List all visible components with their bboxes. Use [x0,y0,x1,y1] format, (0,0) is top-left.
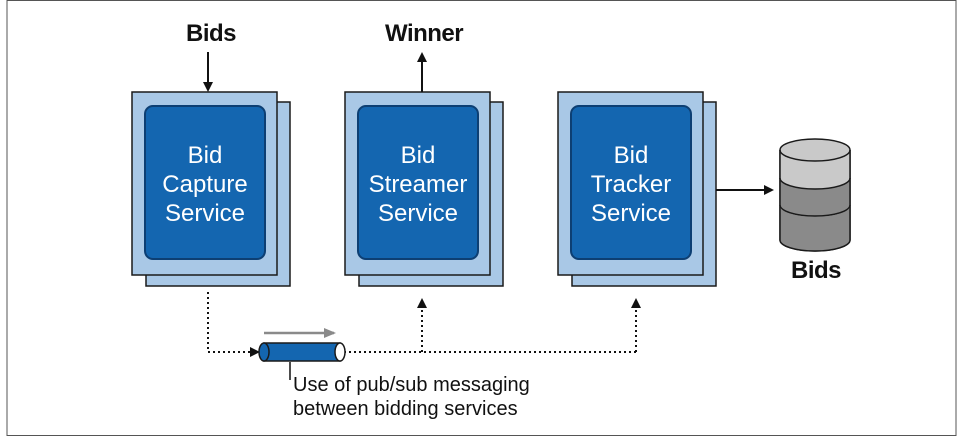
streamer-line-3: Service [377,200,459,227]
capture-line-2: Capture [162,171,248,198]
tracker-line-3: Service [590,200,672,227]
tracker-line-2: Tracker [590,171,672,198]
capture-line-1: Bid [187,142,223,169]
pubsub-note-line-2: between bidding services [293,398,518,420]
streamer-service-box [357,105,479,260]
streamer-line-2: Streamer [368,171,468,198]
streamer-service-label: Bid Streamer Service [358,141,478,228]
pubsub-pipe-icon [258,342,346,362]
tracker-service-box [570,105,692,260]
winner-output-label: Winner [385,20,464,47]
tracker-service-label: Bid Tracker Service [571,141,691,228]
streamer-service-stack [344,91,504,287]
streamer-line-1: Bid [400,142,436,169]
tracker-line-1: Bid [613,142,649,169]
capture-service-box [144,105,266,260]
pubsub-note-line-1: Use of pub/sub messaging [293,374,530,396]
database-icon [779,138,851,252]
capture-service-stack [131,91,291,287]
database-label: Bids [791,257,842,284]
pubsub-dotted-lines [207,292,641,357]
tracker-service-stack [557,91,717,287]
bids-input-label: Bids [186,20,237,47]
capture-line-3: Service [164,200,246,227]
capture-service-label: Bid Capture Service [145,141,265,228]
